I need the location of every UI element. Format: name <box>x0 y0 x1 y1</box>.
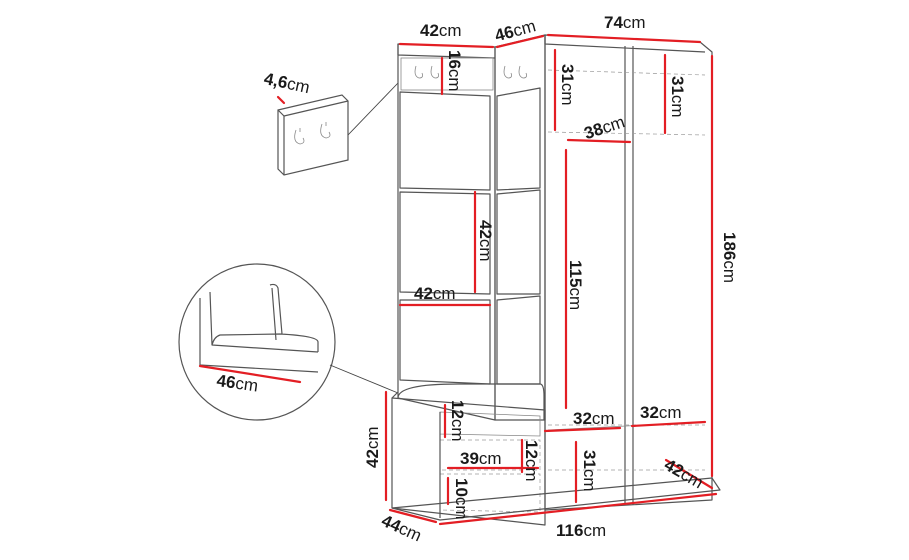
upper-cushion-right <box>496 87 541 191</box>
label-total-height: 186cm <box>720 232 739 284</box>
dim-line-top-right-width <box>546 33 702 44</box>
hallway-furniture <box>384 33 721 526</box>
dim-line-lower-right-width <box>630 420 707 428</box>
middle-cushion-right <box>496 189 541 295</box>
label-hook-panel-height: 16cm <box>445 50 464 92</box>
label-lower-left-width: 32cm <box>573 409 615 428</box>
bench-base <box>391 397 546 526</box>
coat-hook-icon <box>414 65 527 79</box>
label-drawer-bottom: 10cm <box>452 478 471 520</box>
label-upper-left-shelf: 31cm <box>558 64 577 106</box>
callout-line-hook-panel <box>347 82 399 136</box>
inner-shelf <box>547 69 706 76</box>
dim-line-lower-right-depth <box>664 458 714 490</box>
plinth <box>391 477 721 521</box>
label-cushion-width: 42cm <box>414 284 456 303</box>
dim-line-lower-left-width <box>543 426 622 433</box>
upper-cushion-left <box>399 91 491 191</box>
seat-detail <box>178 263 399 421</box>
seat-detail-circle <box>178 263 336 421</box>
drawer-bottom <box>439 473 541 513</box>
dim-line-base-depth <box>388 508 438 524</box>
label-drawer-middle: 12cm <box>522 440 541 482</box>
label-wardrobe-height: 115cm <box>566 260 585 311</box>
label-cushion-height: 42cm <box>476 220 495 262</box>
bench-edge <box>391 391 399 399</box>
wardrobe-top-edge <box>544 35 706 53</box>
dim-line-total-width <box>438 492 718 526</box>
dim-line-top-left-width <box>398 42 495 49</box>
inner-shelf <box>547 131 706 136</box>
label-upper-right-shelf: 31cm <box>668 76 687 118</box>
dim-line-seat-depth <box>198 364 302 384</box>
bench-seat <box>397 383 545 420</box>
lower-cushion-left <box>399 299 491 385</box>
dim-line-top-corner-depth <box>495 34 545 49</box>
hook-panel-face <box>277 94 349 176</box>
label-bench-height: 42cm <box>363 426 382 468</box>
hook-rail <box>400 57 494 91</box>
coat-hook-icon <box>320 122 331 139</box>
label-top-right-width: 74cm <box>604 13 646 32</box>
middle-cushion-left <box>399 191 491 295</box>
label-top-left-width: 42cm <box>420 21 462 40</box>
corner-panel-outline <box>494 34 546 421</box>
coat-hook-icon <box>294 128 305 145</box>
label-total-width: 116cm <box>556 521 607 540</box>
left-top-edge <box>397 44 496 59</box>
hook-panel-detail <box>276 82 399 176</box>
label-lower-cabinet-height: 31cm <box>580 450 599 492</box>
lower-cushion-right <box>496 295 541 385</box>
dim-line-inner-shelf-width <box>566 138 632 144</box>
callout-line-seat <box>329 364 399 394</box>
label-drawer-width: 39cm <box>460 449 502 468</box>
label-lower-right-width: 32cm <box>640 403 682 422</box>
dim-line-hook-panel-thickness <box>276 95 286 105</box>
label-drawer-top: 12cm <box>448 400 467 442</box>
